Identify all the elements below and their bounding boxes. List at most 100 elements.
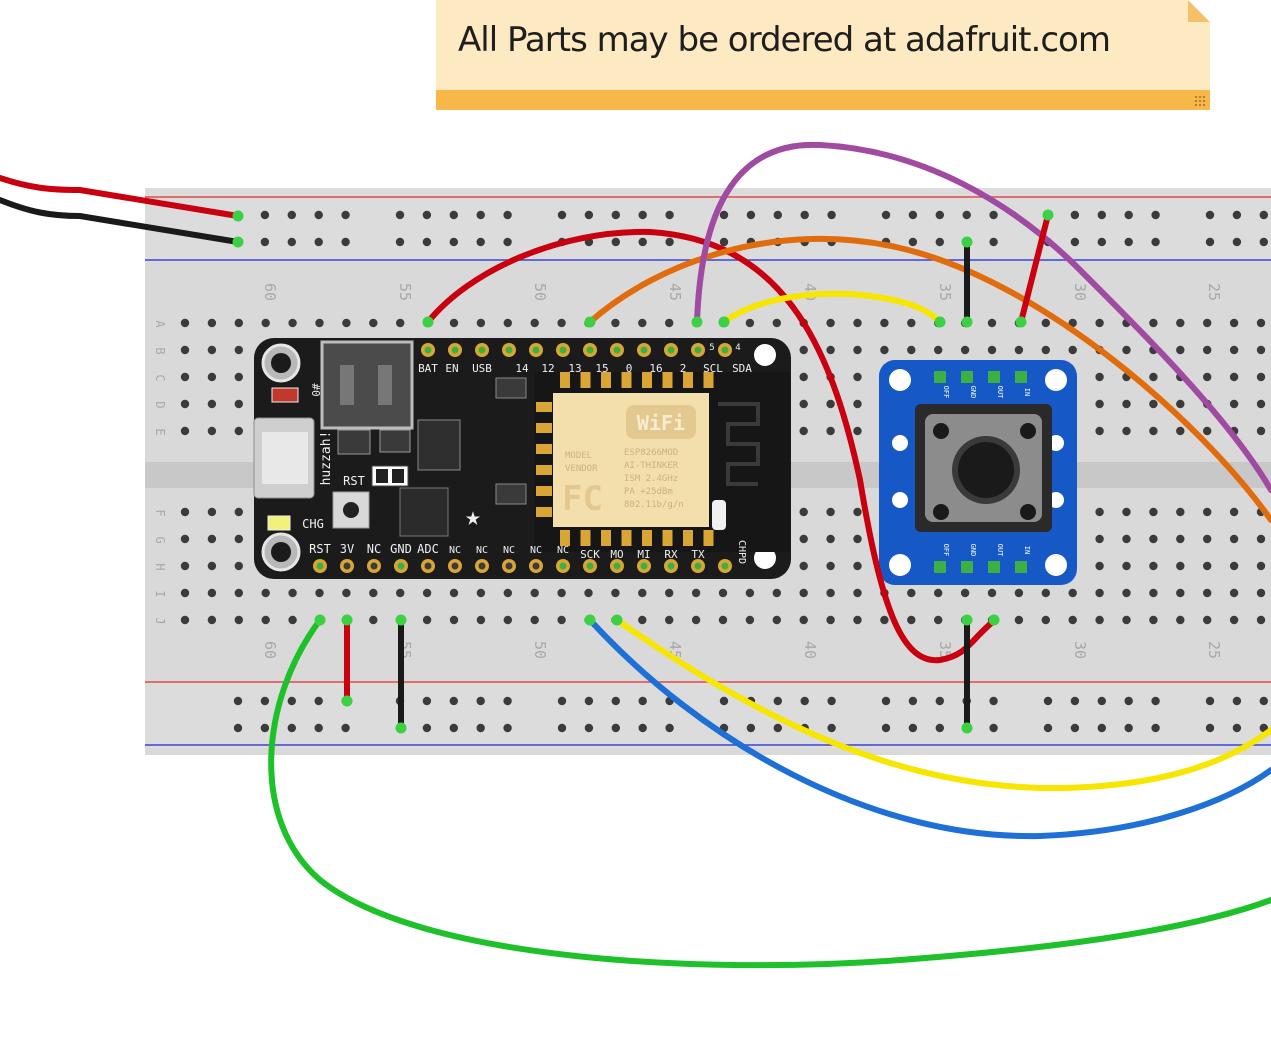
breadboard-hole[interactable] xyxy=(853,399,862,409)
power-rail-hole[interactable] xyxy=(1124,237,1133,247)
power-rail-hole[interactable] xyxy=(881,210,891,220)
power-rail-hole[interactable] xyxy=(1124,210,1133,220)
breadboard-hole[interactable] xyxy=(476,318,486,328)
breadboard-hole[interactable] xyxy=(1095,426,1104,436)
breadboard-hole[interactable] xyxy=(1203,318,1212,328)
breadboard-hole[interactable] xyxy=(1149,399,1158,409)
power-rail-hole[interactable] xyxy=(233,696,243,706)
breadboard-hole[interactable] xyxy=(853,534,862,544)
breadboard-hole[interactable] xyxy=(1149,588,1158,598)
breadboard-hole[interactable] xyxy=(1149,372,1158,382)
power-rail-hole[interactable] xyxy=(827,210,836,220)
breadboard-hole[interactable] xyxy=(557,588,566,598)
breadboard-hole[interactable] xyxy=(853,507,862,517)
breadboard-hole[interactable] xyxy=(449,318,459,328)
breadboard-hole[interactable] xyxy=(745,615,755,625)
breadboard-hole[interactable] xyxy=(960,588,970,598)
breadboard-hole[interactable] xyxy=(449,615,459,625)
breadboard-hole[interactable] xyxy=(1041,345,1051,355)
breadboard-hole[interactable] xyxy=(1203,426,1212,436)
resize-grip-icon[interactable] xyxy=(1194,95,1206,107)
power-rail-hole[interactable] xyxy=(908,696,918,706)
breadboard-hole[interactable] xyxy=(396,588,405,598)
breadboard-hole[interactable] xyxy=(853,318,862,328)
power-rail-hole[interactable] xyxy=(260,210,270,220)
breadboard-hole[interactable] xyxy=(1203,588,1212,598)
breadboard-hole[interactable] xyxy=(207,345,217,355)
green-wire[interactable] xyxy=(268,617,1271,969)
breadboard-hole[interactable] xyxy=(503,318,512,328)
breadboard-hole[interactable] xyxy=(449,588,459,598)
breadboard-hole[interactable] xyxy=(1122,399,1131,409)
breadboard-hole[interactable] xyxy=(772,318,781,328)
breadboard-hole[interactable] xyxy=(960,345,970,355)
power-rail-hole[interactable] xyxy=(881,696,891,706)
power-rail-hole[interactable] xyxy=(1259,696,1269,706)
breadboard-hole[interactable] xyxy=(1229,615,1239,625)
breadboard-hole[interactable] xyxy=(799,345,808,355)
button-bottom-pin[interactable] xyxy=(988,561,1000,573)
power-rail-hole[interactable] xyxy=(935,210,944,220)
breadboard-hole[interactable] xyxy=(826,426,835,436)
breadboard-hole[interactable] xyxy=(180,399,190,409)
breadboard-hole[interactable] xyxy=(1176,426,1185,436)
breadboard-hole[interactable] xyxy=(1256,372,1266,382)
power-rail-hole[interactable] xyxy=(1151,237,1160,247)
breadboard-hole[interactable] xyxy=(234,372,243,382)
button-bottom-pin[interactable] xyxy=(961,561,973,573)
power-rail-hole[interactable] xyxy=(1151,723,1160,733)
power-rail-hole[interactable] xyxy=(827,696,836,706)
power-rail-hole[interactable] xyxy=(989,237,998,247)
breadboard-hole[interactable] xyxy=(826,561,835,571)
breadboard-hole[interactable] xyxy=(1256,561,1266,571)
power-rail-hole[interactable] xyxy=(1043,696,1053,706)
breadboard-hole[interactable] xyxy=(772,615,781,625)
breadboard-hole[interactable] xyxy=(691,588,701,598)
breadboard-hole[interactable] xyxy=(422,615,432,625)
power-rail-hole[interactable] xyxy=(314,210,323,220)
power-rail-hole[interactable] xyxy=(422,696,432,706)
breadboard-hole[interactable] xyxy=(530,318,539,328)
breadboard-hole[interactable] xyxy=(907,615,916,625)
breadboard-hole[interactable] xyxy=(315,588,324,598)
button-top-pin[interactable] xyxy=(961,371,973,383)
power-rail-hole[interactable] xyxy=(557,210,567,220)
power-rail-hole[interactable] xyxy=(719,696,729,706)
breadboard-hole[interactable] xyxy=(799,534,808,544)
breadboard-hole[interactable] xyxy=(234,615,243,625)
power-rail-hole[interactable] xyxy=(1124,696,1133,706)
breadboard-hole[interactable] xyxy=(611,588,620,598)
breadboard-hole[interactable] xyxy=(530,615,539,625)
breadboard-hole[interactable] xyxy=(1095,372,1104,382)
power-rail-hole[interactable] xyxy=(1097,696,1107,706)
breadboard-hole[interactable] xyxy=(638,588,647,598)
breadboard-hole[interactable] xyxy=(1229,399,1239,409)
breadboard-hole[interactable] xyxy=(1122,345,1131,355)
power-rail-hole[interactable] xyxy=(260,696,270,706)
breadboard-hole[interactable] xyxy=(1095,399,1104,409)
breadboard-hole[interactable] xyxy=(288,318,297,328)
power-rail-hole[interactable] xyxy=(1097,723,1107,733)
breadboard-hole[interactable] xyxy=(180,615,190,625)
breadboard-hole[interactable] xyxy=(1122,426,1131,436)
breadboard-hole[interactable] xyxy=(799,615,808,625)
breadboard-hole[interactable] xyxy=(1229,534,1239,544)
power-rail-hole[interactable] xyxy=(1070,723,1080,733)
power-rail-hole[interactable] xyxy=(665,210,674,220)
breadboard-hole[interactable] xyxy=(422,588,432,598)
breadboard-hole[interactable] xyxy=(718,615,728,625)
breadboard-hole[interactable] xyxy=(665,588,674,598)
breadboard-hole[interactable] xyxy=(1256,588,1266,598)
power-rail-hole[interactable] xyxy=(773,210,782,220)
power-rail-hole[interactable] xyxy=(1070,696,1080,706)
button-top-pin[interactable] xyxy=(1015,371,1027,383)
breadboard-hole[interactable] xyxy=(1095,615,1104,625)
power-rail-hole[interactable] xyxy=(1043,723,1053,733)
breadboard-hole[interactable] xyxy=(207,507,217,517)
breadboard-hole[interactable] xyxy=(261,588,270,598)
power-rail-hole[interactable] xyxy=(449,723,458,733)
breadboard-hole[interactable] xyxy=(799,561,808,571)
breadboard-hole[interactable] xyxy=(1176,318,1185,328)
breadboard-hole[interactable] xyxy=(288,615,297,625)
breadboard-hole[interactable] xyxy=(1149,561,1158,571)
